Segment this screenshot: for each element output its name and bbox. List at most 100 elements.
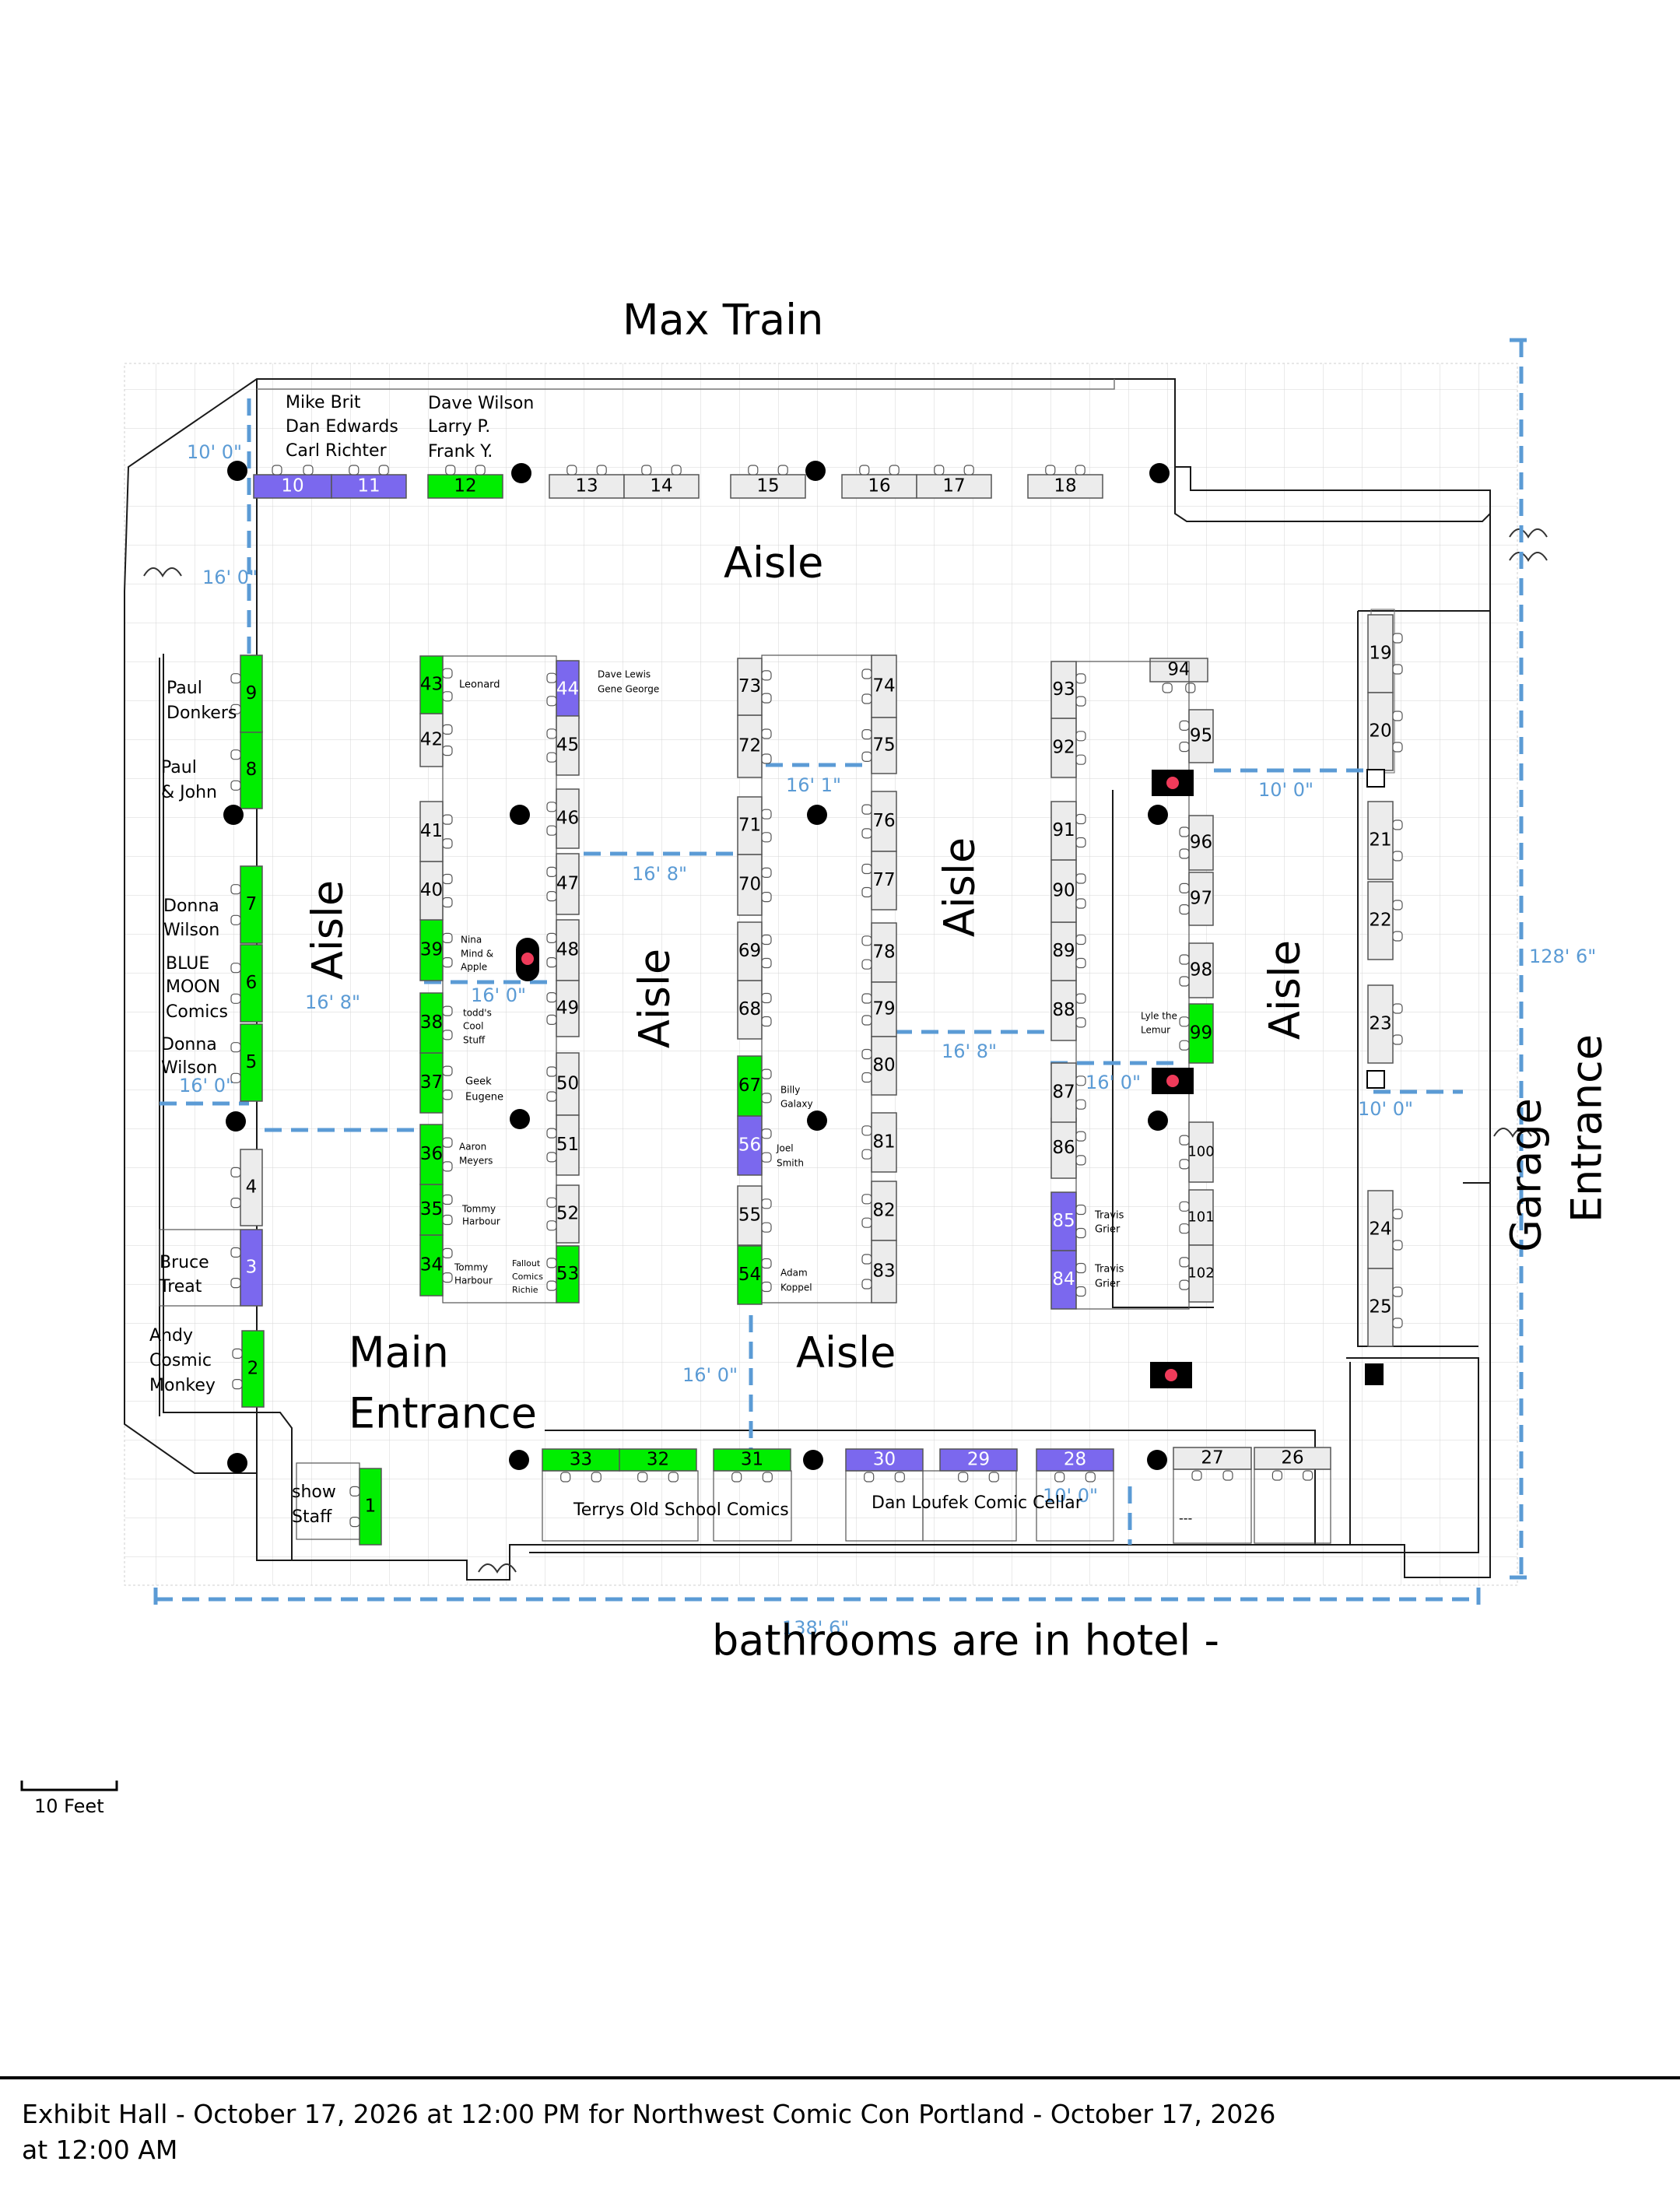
booth-98[interactable]: 98: [1179, 942, 1214, 998]
booth-97[interactable]: 97: [1179, 872, 1214, 926]
booth-90[interactable]: 90: [1050, 859, 1086, 923]
booth-82[interactable]: 82: [861, 1181, 897, 1241]
booth-67-number: 67: [738, 1075, 761, 1096]
booth-33[interactable]: 33: [542, 1448, 620, 1482]
booth-93-number: 93: [1052, 679, 1075, 700]
booth-41[interactable]: 41: [419, 801, 453, 862]
booth-54[interactable]: 54: [737, 1245, 772, 1305]
exhibitor-label: Travis: [1094, 1210, 1124, 1222]
booth-30[interactable]: 30: [845, 1448, 924, 1482]
booth-80[interactable]: 80: [861, 1036, 897, 1096]
booth-2[interactable]: 2: [232, 1330, 265, 1408]
booth-16[interactable]: 16: [841, 465, 917, 499]
booth-71[interactable]: 71: [737, 796, 772, 855]
booth-90-table: [1050, 859, 1077, 923]
booth-96[interactable]: 96: [1179, 815, 1214, 871]
booth-5[interactable]: 5: [230, 1023, 263, 1102]
booth-19[interactable]: 19: [1367, 614, 1403, 693]
pillar-icon: [805, 461, 826, 481]
booth-23[interactable]: 23: [1367, 984, 1403, 1064]
booth-4[interactable]: 4: [230, 1149, 263, 1226]
booth-79[interactable]: 79: [861, 981, 897, 1037]
booth-93[interactable]: 93: [1050, 661, 1086, 719]
booth-70[interactable]: 70: [737, 854, 772, 916]
exhibitor-label: Cosmic: [149, 1351, 212, 1370]
booth-6[interactable]: 6: [230, 944, 263, 1023]
booth-3-number: 3: [246, 1258, 258, 1278]
booth-17-table: [916, 474, 992, 499]
booth-29[interactable]: 29: [939, 1448, 1018, 1482]
booth-1[interactable]: 1: [349, 1468, 382, 1546]
booth-85[interactable]: 85: [1050, 1191, 1086, 1251]
booth-77[interactable]: 77: [861, 851, 897, 911]
booth-72[interactable]: 72: [737, 714, 772, 778]
chair: [761, 1281, 772, 1293]
booth-15[interactable]: 15: [730, 465, 806, 499]
booth-82-number: 82: [872, 1201, 895, 1221]
booth-10[interactable]: 10: [253, 465, 332, 499]
booth-39[interactable]: 39: [419, 919, 453, 981]
booth-25[interactable]: 25: [1367, 1268, 1403, 1347]
booth-20[interactable]: 20: [1367, 692, 1403, 771]
booth-14-table: [623, 474, 700, 499]
booth-3[interactable]: 3: [230, 1229, 263, 1307]
booth-42-table: [419, 713, 444, 767]
booth-35[interactable]: 35: [419, 1184, 453, 1236]
booth-8[interactable]: 8: [230, 731, 263, 809]
booth-42[interactable]: 42: [419, 713, 453, 767]
booth-67[interactable]: 67: [737, 1055, 772, 1117]
booth-45[interactable]: 45: [546, 715, 580, 776]
chair: [641, 465, 652, 475]
booth-36[interactable]: 36: [419, 1124, 453, 1185]
booth-53[interactable]: 53: [546, 1245, 580, 1304]
booth-34[interactable]: 34: [419, 1234, 453, 1297]
booth-69[interactable]: 69: [737, 921, 772, 981]
booth-99[interactable]: 99: [1179, 1003, 1214, 1064]
booth-81[interactable]: 81: [861, 1112, 897, 1173]
booth-21-number: 21: [1369, 830, 1391, 851]
booth-37[interactable]: 37: [419, 1052, 453, 1114]
booth-101[interactable]: 101: [1179, 1189, 1215, 1246]
booth-43[interactable]: 43: [419, 655, 453, 714]
booth-89[interactable]: 89: [1050, 921, 1086, 981]
booth-68[interactable]: 68: [737, 980, 772, 1040]
booth-74[interactable]: 74: [861, 654, 897, 718]
booth-18[interactable]: 18: [1027, 465, 1103, 499]
booth-9[interactable]: 9: [230, 654, 263, 733]
booth-7[interactable]: 7: [230, 865, 263, 944]
pillar-icon: [803, 1450, 823, 1470]
booth-11[interactable]: 11: [331, 465, 407, 499]
booth-69-table: [737, 921, 763, 981]
booth-94[interactable]: 94: [1149, 658, 1208, 693]
booth-12[interactable]: 12: [427, 465, 503, 499]
exhibitor-label: Comics: [166, 1002, 228, 1022]
booth-40[interactable]: 40: [419, 861, 453, 921]
booth-51[interactable]: 51: [546, 1114, 580, 1176]
exhibitor-label: Adam: [780, 1268, 808, 1279]
booth-56[interactable]: 56: [737, 1115, 772, 1176]
booth-75[interactable]: 75: [861, 717, 897, 774]
booth-49[interactable]: 49: [546, 980, 580, 1037]
booth-22[interactable]: 22: [1367, 881, 1403, 960]
booth-28[interactable]: 28: [1036, 1448, 1114, 1482]
booth-102[interactable]: 102: [1179, 1244, 1215, 1303]
booth-27[interactable]: 27: [1173, 1447, 1252, 1481]
booth-52[interactable]: 52: [546, 1184, 580, 1244]
booth-78[interactable]: 78: [861, 922, 897, 983]
booth-47[interactable]: 47: [546, 853, 580, 915]
wall-inner: [257, 379, 1115, 390]
booth-14[interactable]: 14: [623, 465, 700, 499]
booth-21[interactable]: 21: [1367, 801, 1403, 880]
booth-50[interactable]: 50: [546, 1052, 580, 1116]
booth-38[interactable]: 38: [419, 992, 453, 1054]
booth-92[interactable]: 92: [1050, 718, 1086, 778]
booth-84[interactable]: 84: [1050, 1250, 1086, 1310]
booth-44[interactable]: 44: [546, 660, 580, 719]
booth-26[interactable]: 26: [1254, 1447, 1331, 1481]
booth-100[interactable]: 100: [1179, 1121, 1215, 1183]
booth-13[interactable]: 13: [549, 465, 625, 499]
booth-55[interactable]: 55: [737, 1185, 772, 1246]
booth-17[interactable]: 17: [916, 465, 992, 499]
booth-91-number: 91: [1052, 820, 1075, 840]
booth-88[interactable]: 88: [1050, 980, 1086, 1041]
